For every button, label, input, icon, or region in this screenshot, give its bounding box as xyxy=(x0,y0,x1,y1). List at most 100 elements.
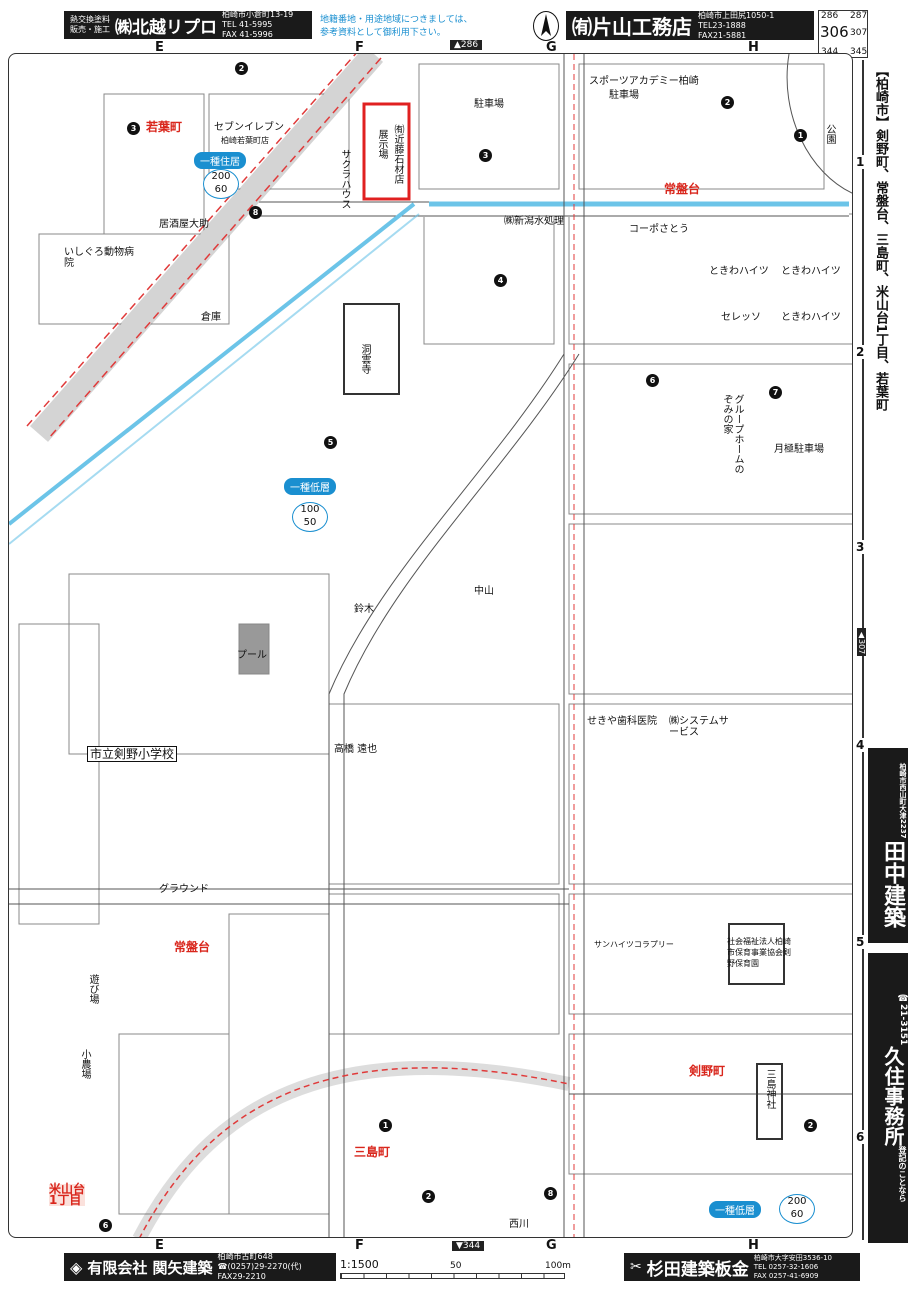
ad-fax: FAX29-2210 xyxy=(217,1272,266,1281)
page-link[interactable]: 286 xyxy=(821,11,839,21)
poi-label: 市立剣野小学校 xyxy=(87,746,178,762)
ad-tag: 販売・施工 xyxy=(70,25,110,34)
block-number: 1 xyxy=(794,129,807,142)
adjacent-page-top[interactable]: ▲286 xyxy=(450,40,483,50)
ad-name: ㈲片山工務店 xyxy=(572,15,692,39)
north-arrow-icon xyxy=(533,11,559,41)
grid-row-label: 2 xyxy=(856,345,865,359)
grid-row-label: 3 xyxy=(856,540,865,554)
poi-label: コーポさとう xyxy=(629,224,689,235)
ad-sekiya: ◈ 有限会社 関矢建築 柏崎市古町648☎(0257)29-2270(代)FAX… xyxy=(64,1252,336,1281)
ad-tanaka: 田中建築 柏崎市西山町大津2237 xyxy=(868,748,908,943)
grid-column-label: F xyxy=(355,1238,364,1253)
ad-tel: ☎(0257)29-2270(代) xyxy=(217,1262,302,1271)
block-number: 4 xyxy=(494,274,507,287)
block-number: 3 xyxy=(479,149,492,162)
poi-label: 社会福祉法人柏崎市保育事業協会剣野保育園 xyxy=(727,937,791,968)
grid-column-label: G xyxy=(546,40,557,55)
block-number: 5 xyxy=(324,436,337,449)
block-number: 3 xyxy=(127,122,140,135)
page-link[interactable]: 345 xyxy=(850,47,868,57)
poi-label: 三島神社 xyxy=(764,1069,775,1109)
sekiya-logo-icon: ◈ xyxy=(70,1257,83,1277)
poi-label: ときわハイツ xyxy=(709,266,769,277)
ad-address: 柏崎市古町648 xyxy=(217,1252,273,1261)
zone-label: 一種低層 xyxy=(284,478,336,495)
grid-column-label: F xyxy=(355,40,364,55)
zone-label: 一種低層 xyxy=(709,1201,761,1218)
poi-label: プール xyxy=(237,650,267,661)
poi-label: 柏崎若葉町店 xyxy=(221,136,269,145)
area-label: 米山台 1丁目 xyxy=(49,1182,86,1207)
ad-address: 柏崎市大字安田3536-10 xyxy=(753,1253,832,1262)
block-number: 1 xyxy=(379,1119,392,1132)
ad-tel: TEL23-1888 xyxy=(698,20,746,30)
ad-tel: TEL 41-5995 xyxy=(222,20,273,29)
grid-column-label: H xyxy=(748,40,759,55)
page-link[interactable]: 344 xyxy=(821,47,839,57)
grid-column-label: E xyxy=(155,1238,164,1253)
block-number: 6 xyxy=(99,1219,112,1232)
ad-name: ㈱北越リプロ xyxy=(115,17,217,38)
grid-row-label: 1 xyxy=(856,155,865,169)
poi-label: ㈲近藤石材店 xyxy=(392,124,403,184)
area-label: 常盤台 xyxy=(664,182,701,196)
block-number: 8 xyxy=(249,206,262,219)
adjacent-page-bottom[interactable]: ▼344 xyxy=(452,1241,485,1251)
poi-label: せきや歯科医院 xyxy=(587,716,657,727)
zone-label: 一種住居 xyxy=(194,152,246,169)
area-title: 【柏崎市】剣野町、常盤台、三島町、米山台1丁目、若葉町 xyxy=(873,64,888,412)
disclaimer: 地籍番地・用途地域につきましては、参考資料として御利用下さい。 xyxy=(320,15,473,38)
page-current: 306 xyxy=(820,23,849,41)
adjacent-page-right[interactable]: ▲307 xyxy=(857,628,866,657)
page-link[interactable]: 287 xyxy=(850,11,868,21)
ad-name: 杉田建築板金 xyxy=(646,1259,749,1280)
poi-label: 遊び場 xyxy=(87,974,98,1004)
area-label: 三島町 xyxy=(354,1145,391,1159)
page-link[interactable]: 307 xyxy=(850,28,868,38)
ad-tag: 熱交換塗料 xyxy=(70,15,110,24)
grid-row-label: 4 xyxy=(856,738,865,752)
ad-kuzumi: 登記のことなら 久住事務所 ☎21-3151 xyxy=(868,953,908,1243)
poi-label: いしぐろ動物病院 xyxy=(64,247,134,269)
poi-label: 高橋 遠也 xyxy=(334,744,378,755)
poi-label: ㈱新潟水処理 xyxy=(504,216,564,227)
poi-label: グループホームのぞみの家 xyxy=(721,394,743,474)
ad-tel: TEL 0257-32-1606 xyxy=(753,1262,819,1271)
poi-label: 展示場 xyxy=(376,129,387,159)
grid-row-label: 6 xyxy=(856,1130,865,1144)
poi-label: 駐車場 xyxy=(609,90,639,101)
poi-label: ときわハイツ xyxy=(781,312,841,323)
block-number: 2 xyxy=(235,62,248,75)
poi-label: 月極駐車場 xyxy=(774,444,824,455)
page-index: 286 287 306 307 344 345 xyxy=(818,10,868,58)
poi-label: ときわハイツ xyxy=(781,266,841,277)
poi-label: ㈱システムサービス xyxy=(669,716,729,738)
poi-label: サクラハウス xyxy=(339,149,350,209)
block-number: 6 xyxy=(646,374,659,387)
area-label: 若葉町 xyxy=(146,120,183,134)
poi-label: 居酒屋大助 xyxy=(159,219,209,230)
block-number: 7 xyxy=(769,386,782,399)
grid-column-label: E xyxy=(155,40,164,55)
poi-label: スポーツアカデミー柏崎 xyxy=(589,76,699,87)
poi-label: 中山 xyxy=(474,586,494,597)
ad-fax: FAX21-5881 xyxy=(698,30,747,40)
ad-fax: FAX 0257-41-6909 xyxy=(753,1271,819,1280)
grid-row-label: 5 xyxy=(856,935,865,949)
map-roads xyxy=(9,54,852,1237)
block-number: 2 xyxy=(721,96,734,109)
poi-label: セブンイレブン xyxy=(214,122,284,133)
block-number: 8 xyxy=(544,1187,557,1200)
area-label: 剣野町 xyxy=(689,1064,726,1078)
scissors-logo-icon: ✂ xyxy=(630,1259,642,1275)
poi-label: グラウンド xyxy=(159,884,209,895)
poi-label: 鈴木 xyxy=(354,604,374,615)
